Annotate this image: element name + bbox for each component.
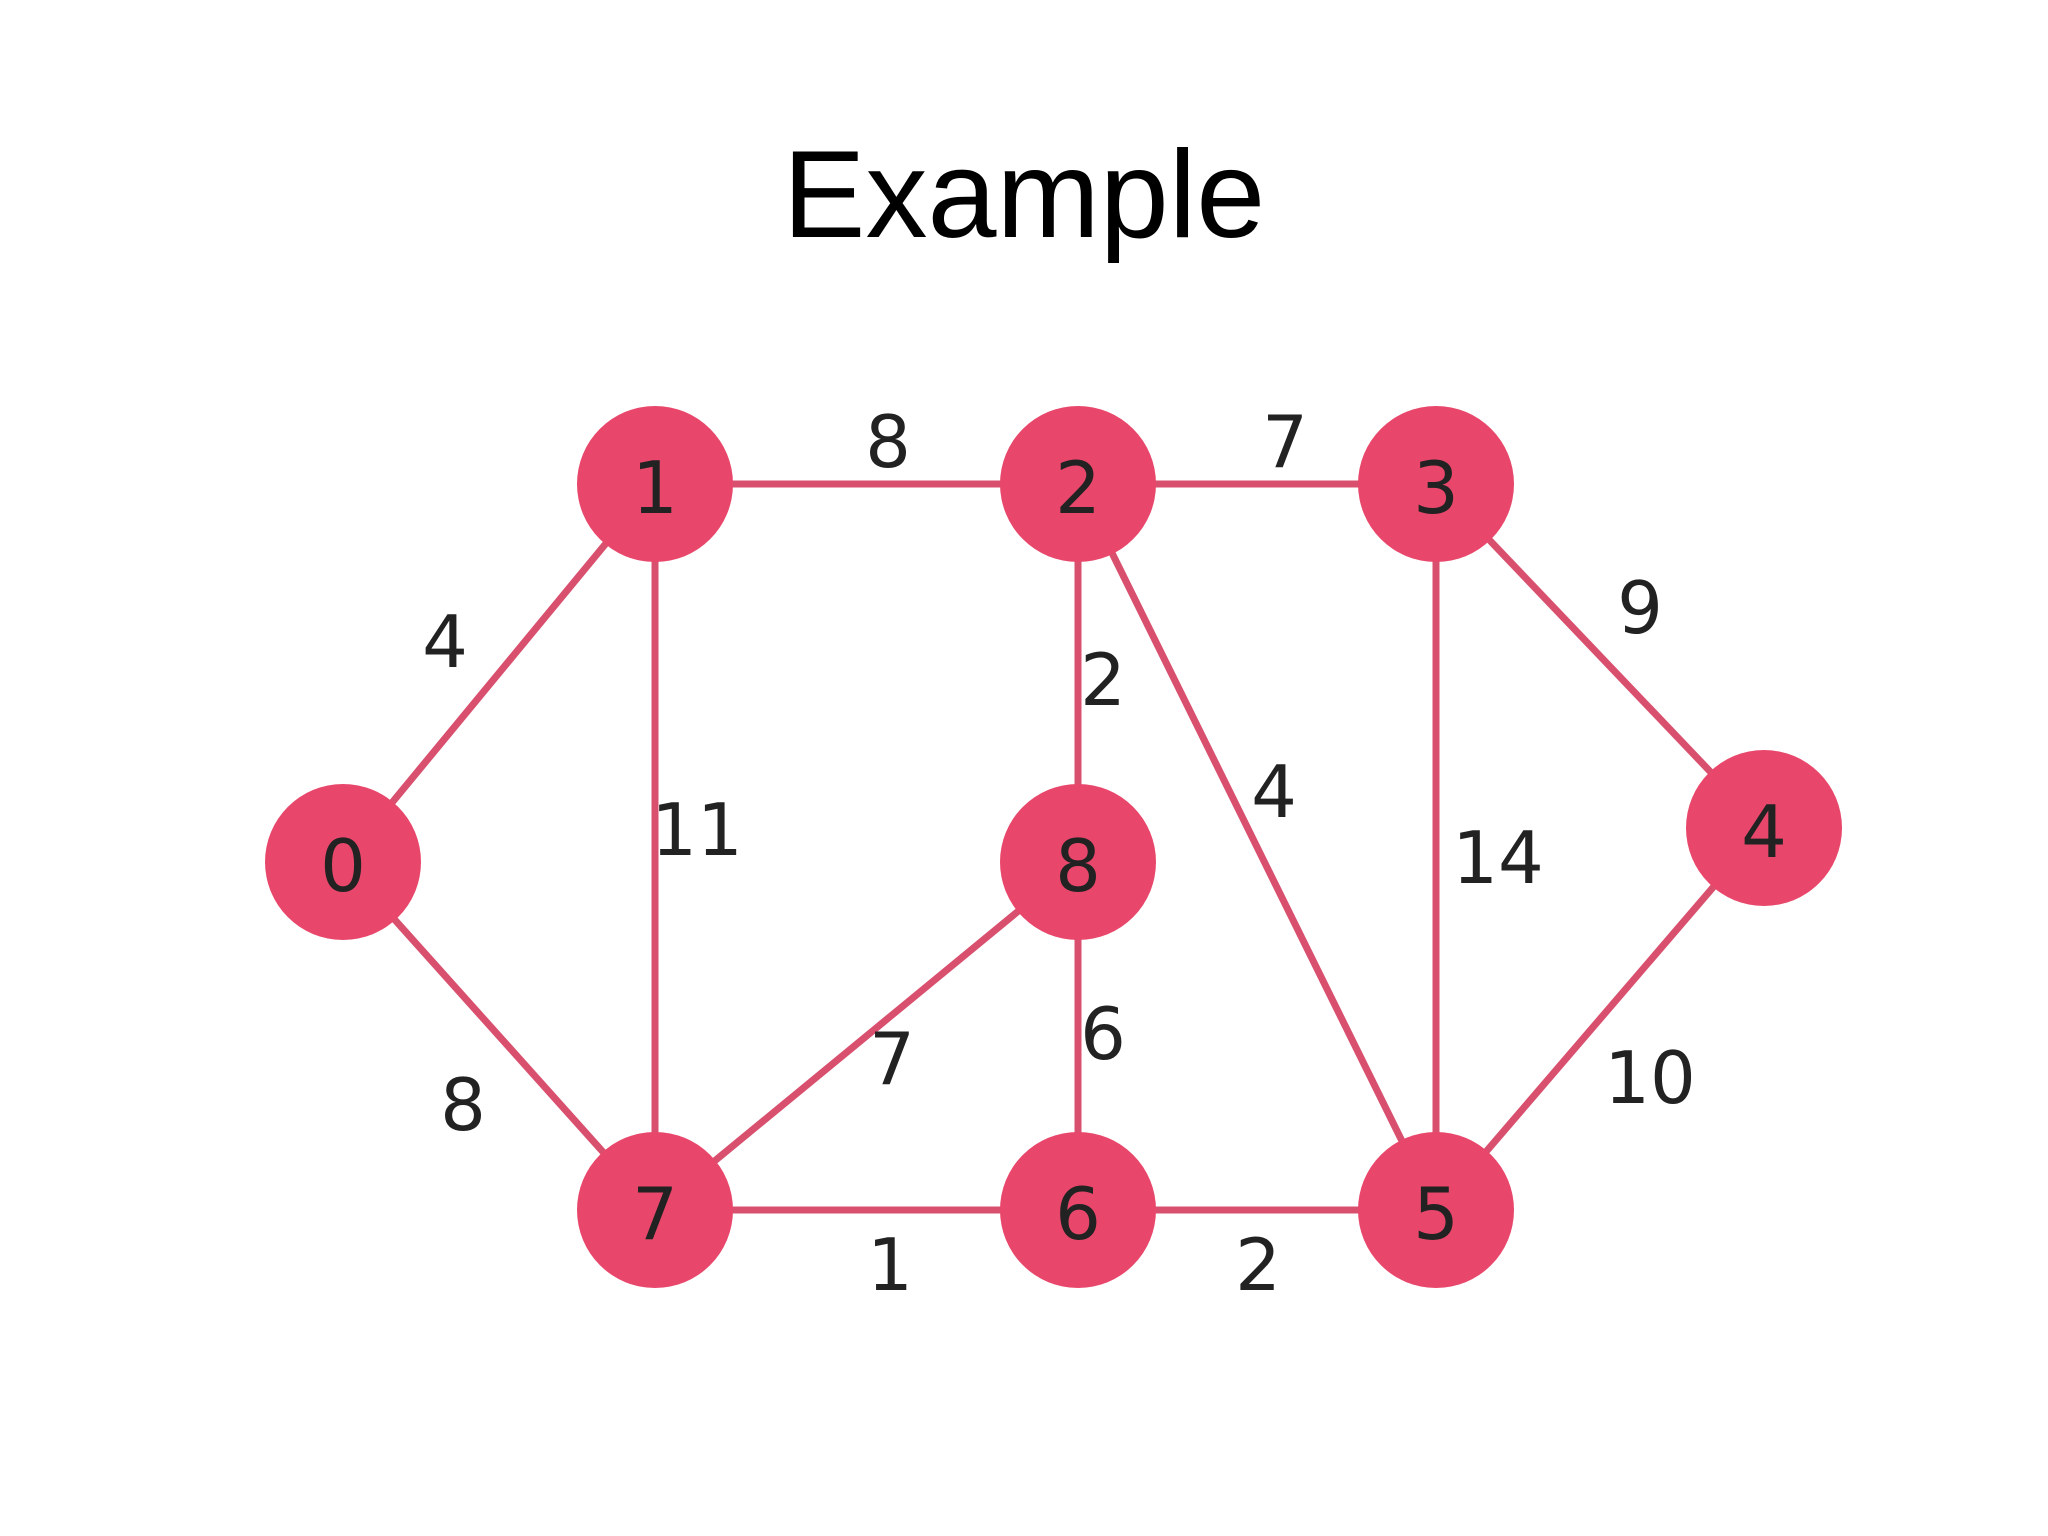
edge-weight-label-3-5: 14 [1452, 816, 1544, 900]
node-label-4: 4 [1741, 790, 1787, 874]
nodes-layer: 0 1 2 3 4 5 6 7 8 [265, 406, 1842, 1288]
edge-2-5 [1074, 482, 1440, 1212]
node-0: 0 [265, 784, 421, 940]
node-label-6: 6 [1055, 1172, 1101, 1256]
edge-weight-label-1-2: 8 [865, 400, 911, 484]
edge-weight-label-3-4: 9 [1617, 566, 1663, 650]
edge-weight-label-2-8: 2 [1080, 638, 1126, 722]
edge-weight-label-4-5: 10 [1604, 1036, 1696, 1120]
node-5: 5 [1358, 1132, 1514, 1288]
node-label-7: 7 [632, 1172, 678, 1256]
edge-4-5 [1433, 825, 1767, 1213]
node-circle-1 [577, 406, 733, 562]
node-2: 2 [1000, 406, 1156, 562]
edge-weight-label-6-7: 1 [867, 1223, 913, 1307]
node-circle-7 [577, 1132, 733, 1288]
node-1: 1 [577, 406, 733, 562]
edge-0-1 [340, 481, 658, 865]
node-8: 8 [1000, 784, 1156, 940]
node-circle-4 [1686, 750, 1842, 906]
node-label-2: 2 [1055, 446, 1101, 530]
edge-weight-label-2-5: 4 [1251, 750, 1297, 834]
edge-3-4 [1433, 481, 1767, 831]
edge-weight-label-0-1: 4 [422, 600, 468, 684]
node-circle-3 [1358, 406, 1514, 562]
edge-weight-label-0-7: 8 [440, 1063, 486, 1147]
node-6: 6 [1000, 1132, 1156, 1288]
node-label-0: 0 [320, 824, 366, 908]
edge-weight-label-1-7: 11 [651, 788, 743, 872]
slide-title: Example [782, 126, 1266, 264]
node-circle-2 [1000, 406, 1156, 562]
node-circle-8 [1000, 784, 1156, 940]
node-4: 4 [1686, 750, 1842, 906]
edge-weight-label-7-8: 7 [869, 1017, 915, 1101]
node-3: 3 [1358, 406, 1514, 562]
node-7: 7 [577, 1132, 733, 1288]
node-label-1: 1 [632, 446, 678, 530]
edge-weight-label-6-8: 6 [1080, 992, 1126, 1076]
edge-weight-label-5-6: 2 [1235, 1223, 1281, 1307]
edge-weight-label-2-3: 7 [1262, 400, 1308, 484]
node-label-5: 5 [1413, 1172, 1459, 1256]
node-circle-0 [265, 784, 421, 940]
edge-labels-layer: 4 8 8 11 7 2 4 9 14 10 2 1 6 7 [422, 400, 1696, 1307]
edge-7-8 [652, 859, 1081, 1213]
node-circle-5 [1358, 1132, 1514, 1288]
node-circle-6 [1000, 1132, 1156, 1288]
node-label-8: 8 [1055, 824, 1101, 908]
node-label-3: 3 [1413, 446, 1459, 530]
